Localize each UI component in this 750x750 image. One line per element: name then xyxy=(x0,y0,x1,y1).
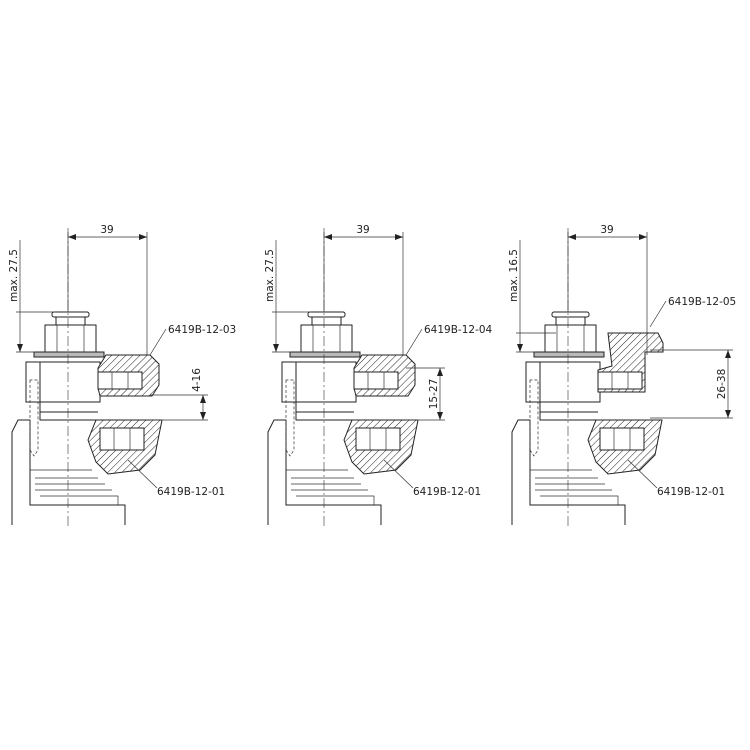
upper-screw-hole xyxy=(353,371,399,390)
lower-screw xyxy=(369,428,387,450)
height-dimension-label: max. 27.5 xyxy=(8,249,20,302)
width-dimension-label: 39 xyxy=(100,224,113,236)
top-part-label: 6419B-12-03 xyxy=(168,324,236,336)
body xyxy=(281,361,357,403)
range-dimension-label: 15-27 xyxy=(428,379,440,410)
lower-screw xyxy=(113,428,131,450)
width-dimension-label: 39 xyxy=(600,224,613,236)
bottom-part-label: 6419B-12-01 xyxy=(157,486,225,498)
nut-edges xyxy=(56,325,85,352)
clamp-assembly-2: 39 max. 27.5 15-27 6419B-12-04 6419B-12-01 xyxy=(264,224,493,528)
lower-screw-hole xyxy=(599,427,645,451)
pin-hidden xyxy=(529,379,539,457)
bottom-part-label: 6419B-12-01 xyxy=(657,486,725,498)
nut-edges xyxy=(312,325,341,352)
bottom-part-leader xyxy=(383,459,414,489)
bolt-cap xyxy=(51,311,90,318)
upper-screw xyxy=(611,372,629,389)
lower-screw xyxy=(613,428,631,450)
range-dimension-label: 26-38 xyxy=(716,369,728,400)
upper-screw-hole xyxy=(97,371,143,390)
bottom-part-leader xyxy=(127,459,158,489)
top-part-leader xyxy=(405,328,423,356)
body xyxy=(525,361,601,403)
nut-edges xyxy=(556,325,585,352)
top-part-leader xyxy=(149,328,167,356)
upper-screw xyxy=(111,372,129,389)
clamp-assembly-3: 39 max. 16.5 26-38 6419B-12-05 6419B-12-01 xyxy=(508,224,736,528)
range-dimension-label: 4-16 xyxy=(191,368,203,392)
bolt-stem xyxy=(55,316,86,326)
body xyxy=(25,361,101,403)
washer-plate xyxy=(33,351,105,358)
top-part-label: 6419B-12-04 xyxy=(424,324,493,336)
height-dimension-label: max. 27.5 xyxy=(264,249,276,302)
top-part-leader xyxy=(649,300,667,328)
bolt-stem xyxy=(311,316,342,326)
bolt-cap xyxy=(307,311,346,318)
body-neck xyxy=(295,402,354,421)
upper-screw xyxy=(367,372,385,389)
hex-nut xyxy=(544,324,597,353)
hex-nut xyxy=(44,324,97,353)
top-part-label: 6419B-12-05 xyxy=(668,296,736,308)
body-neck xyxy=(39,402,98,421)
base-steps xyxy=(30,469,119,505)
upper-screw-hole xyxy=(597,371,643,390)
clamp-assembly-1: 39 max. 27.5 4-16 6419B-12-03 6419B-12-01 xyxy=(8,224,236,528)
pin-hidden xyxy=(29,379,39,457)
base-steps xyxy=(530,469,619,505)
height-dimension-label: max. 16.5 xyxy=(508,249,520,302)
body-flange xyxy=(525,361,541,403)
width-dimension-label: 39 xyxy=(356,224,369,236)
lower-screw-hole xyxy=(99,427,145,451)
bottom-part-leader xyxy=(627,459,658,489)
body-flange xyxy=(25,361,41,403)
bolt-stem xyxy=(555,316,586,326)
lower-screw-hole xyxy=(355,427,401,451)
hex-nut xyxy=(300,324,353,353)
washer-plate xyxy=(533,351,605,358)
base-steps xyxy=(286,469,375,505)
body-neck xyxy=(539,402,598,421)
washer-plate xyxy=(289,351,361,358)
body-flange xyxy=(281,361,297,403)
bottom-part-label: 6419B-12-01 xyxy=(413,486,481,498)
bolt-cap xyxy=(551,311,590,318)
pin-hidden xyxy=(285,379,295,457)
